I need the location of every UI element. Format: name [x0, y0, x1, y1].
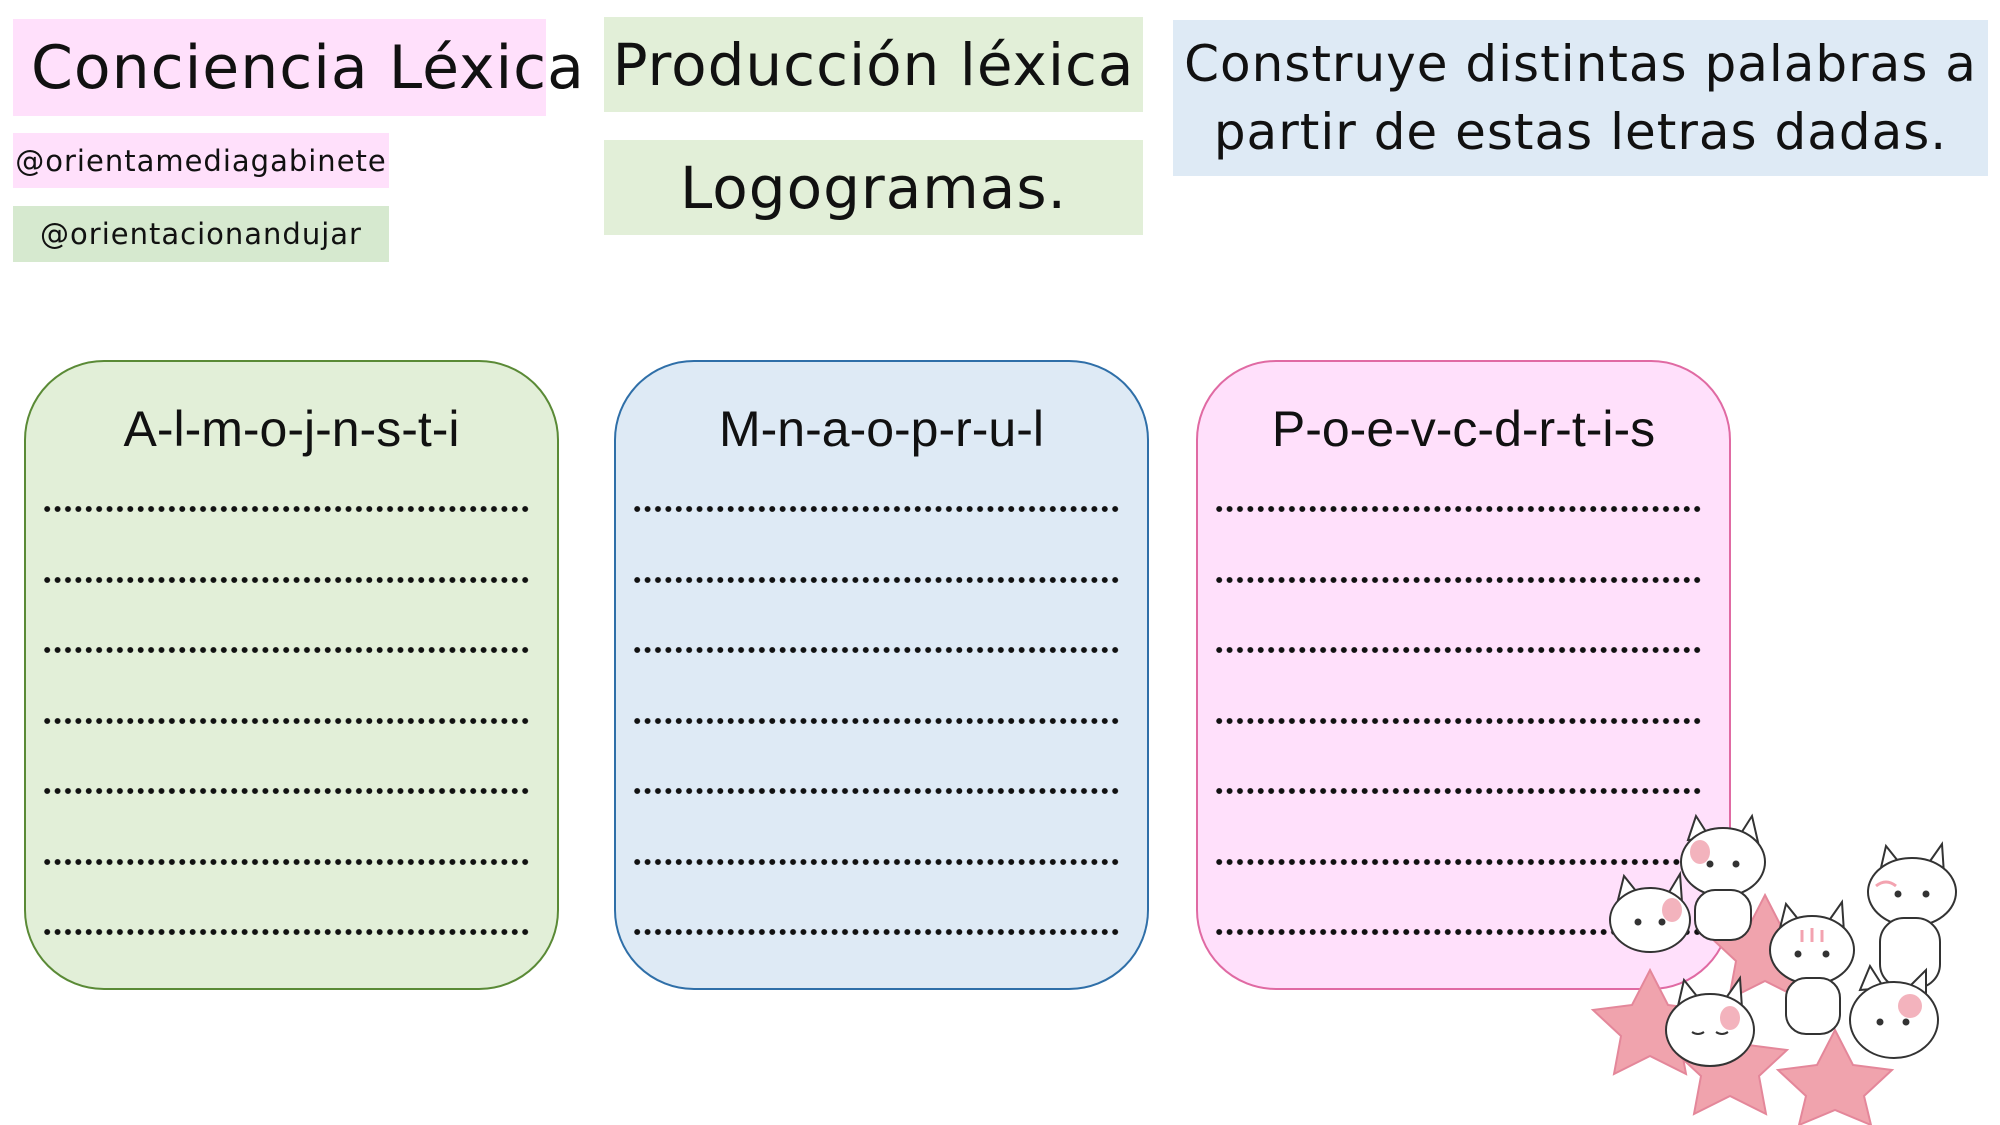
cat-figure: [1849, 963, 1939, 1059]
answer-line[interactable]: [632, 561, 1119, 632]
answer-lines-2: [632, 490, 1119, 984]
letter-set-1: A-l-m-o-j-n-s-t-i: [123, 401, 460, 457]
page-title: Conciencia Léxica: [13, 19, 584, 116]
section-title-production: Producción léxica: [604, 17, 1143, 112]
answer-line[interactable]: [1214, 702, 1701, 773]
answer-line[interactable]: [42, 772, 529, 843]
answer-line[interactable]: [1214, 843, 1701, 914]
answer-lines-3: [1214, 490, 1701, 984]
word-card-2: M-n-a-o-p-r-u-l: [614, 360, 1149, 990]
word-card-1: A-l-m-o-j-n-s-t-i: [24, 360, 559, 990]
answer-line[interactable]: [42, 631, 529, 702]
answer-lines-1: [42, 490, 529, 984]
answer-line[interactable]: [632, 843, 1119, 914]
answer-line[interactable]: [42, 843, 529, 914]
cat-figure: [1665, 975, 1755, 1067]
answer-line[interactable]: [632, 631, 1119, 702]
cats-illustration: [1590, 813, 1957, 1125]
answer-line[interactable]: [632, 702, 1119, 773]
cat-figure: [1769, 899, 1855, 1035]
cat-figure: [1680, 813, 1766, 941]
answer-line[interactable]: [632, 490, 1119, 561]
section-title-logograms: Logogramas.: [604, 140, 1143, 235]
answer-line[interactable]: [42, 702, 529, 773]
answer-line[interactable]: [1214, 772, 1701, 843]
letter-set-3: P-o-e-v-c-d-r-t-i-s: [1271, 401, 1656, 457]
instruction-line-1: Construye distintas palabras a: [1184, 35, 1977, 93]
letter-set-2: M-n-a-o-p-r-u-l: [719, 401, 1044, 457]
cat-figure: [1609, 870, 1691, 953]
cat-figure: [1867, 841, 1957, 989]
answer-line[interactable]: [1214, 631, 1701, 702]
instruction-line-2: partir de estas letras dadas.: [1213, 103, 1948, 161]
word-card-3: P-o-e-v-c-d-r-t-i-s: [1196, 360, 1731, 990]
instruction-box: Construye distintas palabras a partir de…: [1173, 20, 1988, 176]
answer-line[interactable]: [1214, 561, 1701, 632]
author-handle-2: @orientacionandujar: [13, 206, 389, 262]
answer-line[interactable]: [42, 561, 529, 632]
star-shape: [1775, 1027, 1895, 1125]
answer-line[interactable]: [1214, 913, 1701, 984]
answer-line[interactable]: [1214, 490, 1701, 561]
answer-line[interactable]: [632, 913, 1119, 984]
answer-line[interactable]: [42, 913, 529, 984]
author-handle-1: @orientamediagabinete: [13, 133, 389, 188]
answer-line[interactable]: [632, 772, 1119, 843]
answer-line[interactable]: [42, 490, 529, 561]
